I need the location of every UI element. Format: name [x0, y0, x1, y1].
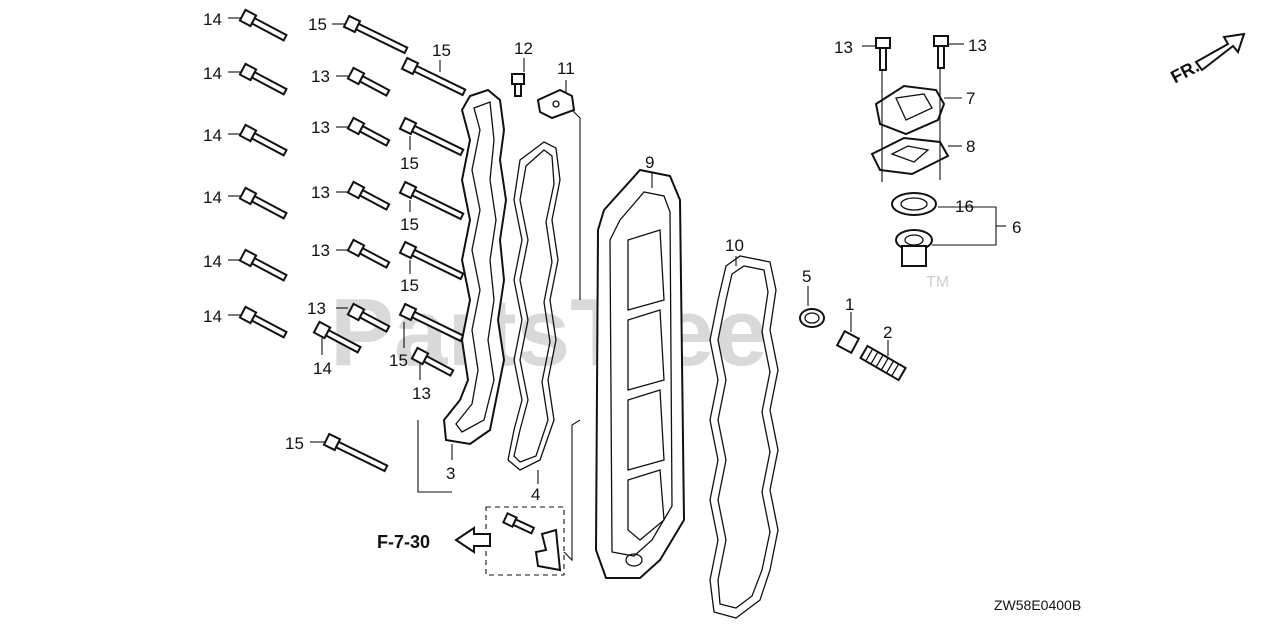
trademark: TM [926, 274, 949, 291]
callout-13[interactable]: 13 [311, 67, 330, 86]
part-1-valve [835, 329, 861, 355]
callout-15-leaders [310, 23, 441, 443]
callout-13[interactable]: 13 [412, 384, 431, 403]
part-11-bracket [536, 88, 576, 120]
callout-15[interactable]: 15 [308, 15, 327, 34]
callout-14[interactable]: 14 [203, 307, 222, 326]
reference-arrow-icon [454, 526, 491, 554]
callout-13[interactable]: 13 [311, 241, 330, 260]
detail-bracket [502, 512, 562, 572]
callout-13[interactable]: 13 [834, 38, 853, 57]
part-8-gasket [870, 136, 950, 176]
part-3-cover-plate [442, 88, 508, 446]
part-4-gasket [507, 141, 561, 471]
callout-15[interactable]: 15 [389, 351, 408, 370]
callout-6[interactable]: 6 [1012, 218, 1021, 237]
reference-label[interactable]: F-7-30 [377, 532, 430, 552]
callout-12[interactable]: 12 [514, 39, 533, 58]
callout-3[interactable]: 3 [446, 464, 455, 483]
callout-7[interactable]: 7 [966, 89, 975, 108]
callout-14[interactable]: 14 [203, 252, 222, 271]
callout-5[interactable]: 5 [802, 267, 811, 286]
bolt-15-group [322, 14, 467, 473]
part-11-leader-long [571, 109, 581, 300]
callout-13[interactable]: 13 [968, 36, 987, 55]
callout-2[interactable]: 2 [883, 323, 892, 342]
detail-dashed-box [485, 506, 565, 576]
part-12-bolt [511, 73, 525, 97]
part-5-grommet [799, 308, 825, 328]
callout-15[interactable]: 15 [285, 434, 304, 453]
callout-8[interactable]: 8 [966, 137, 975, 156]
callout-15[interactable]: 15 [400, 154, 419, 173]
callout-15[interactable]: 15 [400, 276, 419, 295]
callout-15[interactable]: 15 [400, 215, 419, 234]
callout-14[interactable]: 14 [313, 359, 332, 378]
part-7-cap [874, 84, 946, 136]
detail-leader [563, 419, 581, 562]
callout-14[interactable]: 14 [203, 64, 222, 83]
front-direction-arrow-icon [1194, 32, 1246, 72]
part-2-spring [859, 344, 907, 382]
callout-13[interactable]: 13 [311, 183, 330, 202]
callout-4[interactable]: 4 [531, 485, 540, 504]
part-13-bolt-right [875, 35, 949, 71]
part-6-thermostat [895, 229, 933, 267]
bolt-14-group [238, 8, 362, 354]
callout-9[interactable]: 9 [645, 153, 654, 172]
callout-13[interactable]: 13 [311, 118, 330, 137]
part-16-seal [891, 192, 937, 216]
bolt-13-group [346, 66, 455, 377]
diagram-code: ZW58E0400B [994, 597, 1081, 613]
callout-13-leaders [336, 75, 421, 380]
part-9-cover [594, 168, 686, 579]
callout-1[interactable]: 1 [845, 295, 854, 314]
callout-14[interactable]: 14 [203, 126, 222, 145]
callout-14[interactable]: 14 [203, 10, 222, 29]
callout-11[interactable]: 11 [557, 59, 575, 78]
part-3-leader [417, 420, 452, 493]
callout-13[interactable]: 13 [307, 299, 326, 318]
part-10-gasket [709, 255, 779, 619]
callout-16[interactable]: 16 [955, 197, 974, 216]
callout-14[interactable]: 14 [203, 188, 222, 207]
callout-10[interactable]: 10 [725, 236, 744, 255]
callout-14-leaders [228, 17, 323, 355]
callout-15[interactable]: 15 [432, 41, 451, 60]
